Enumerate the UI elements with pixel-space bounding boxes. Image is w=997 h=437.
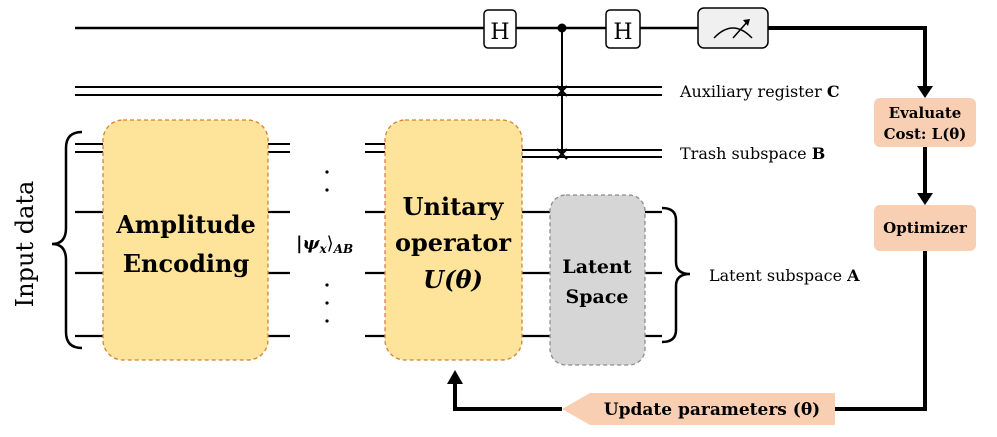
amplitude-label: Amplitude [115,210,256,239]
update-parameters-box: Update parameters (θ) [562,393,835,425]
quantum-wires [75,26,698,338]
ket-close: ⟩ [327,233,334,254]
update-to-unitary-line [453,382,562,411]
input-data-label: Input data [11,181,39,308]
trash-subspace-label: Trash subspace B [680,144,825,163]
auxiliary-register-label: Auxiliary register C [679,82,840,101]
optimizer-label: Optimizer [883,219,968,237]
update-parameters-label: Update parameters (θ) [604,400,820,420]
swap-cross-trash [556,148,568,160]
optimizer-to-update-line [835,251,927,411]
unitary-label: Unitary [403,192,505,221]
swap-cross-auxiliary [556,85,568,97]
state-label: |ψx⟩AB [296,233,353,256]
measurement-meter-icon [697,7,769,49]
latent-space-block: Latent Space [549,194,646,366]
optimizer-box: Optimizer [874,205,976,251]
unitary-operator-block: Unitary operator U(θ) [384,119,523,361]
latent-subspace-label: Latent subspace A [709,266,860,285]
ket-subscript-x: x [319,242,328,256]
hadamard-gate-label: H [613,20,632,45]
latent-label: Latent [562,256,631,278]
hadamard-gate-1: H [483,9,517,49]
operator-label: operator [395,228,511,257]
amplitude-encoding-block: Amplitude Encoding [102,119,269,361]
cost-label: Cost: L(θ) [884,125,967,143]
evaluate-cost-box: Evaluate Cost: L(θ) [874,98,976,147]
ket-symbol: |ψ [296,233,321,254]
space-label: Space [566,286,629,308]
unitary-arrowhead [447,370,463,384]
swap-test [556,23,568,160]
evaluate-arrowhead [917,86,933,98]
svg-text:|ψx⟩AB: |ψx⟩AB [296,233,353,256]
ellipsis-dots [325,170,329,323]
control-dot [557,23,567,33]
latent-brace [661,206,691,344]
optimizer-arrowhead [917,193,933,205]
feedback-loop [447,26,933,411]
input-brace [51,130,83,350]
unitary-symbol: U(θ) [423,265,483,294]
hadamard-gate-2: H [605,9,641,49]
ket-subscript-ab: AB [333,242,353,256]
hadamard-gate-label: H [490,20,509,45]
measure-to-evaluate-line [768,26,927,88]
encoding-label: Encoding [123,249,250,278]
evaluate-label: Evaluate [889,104,962,122]
